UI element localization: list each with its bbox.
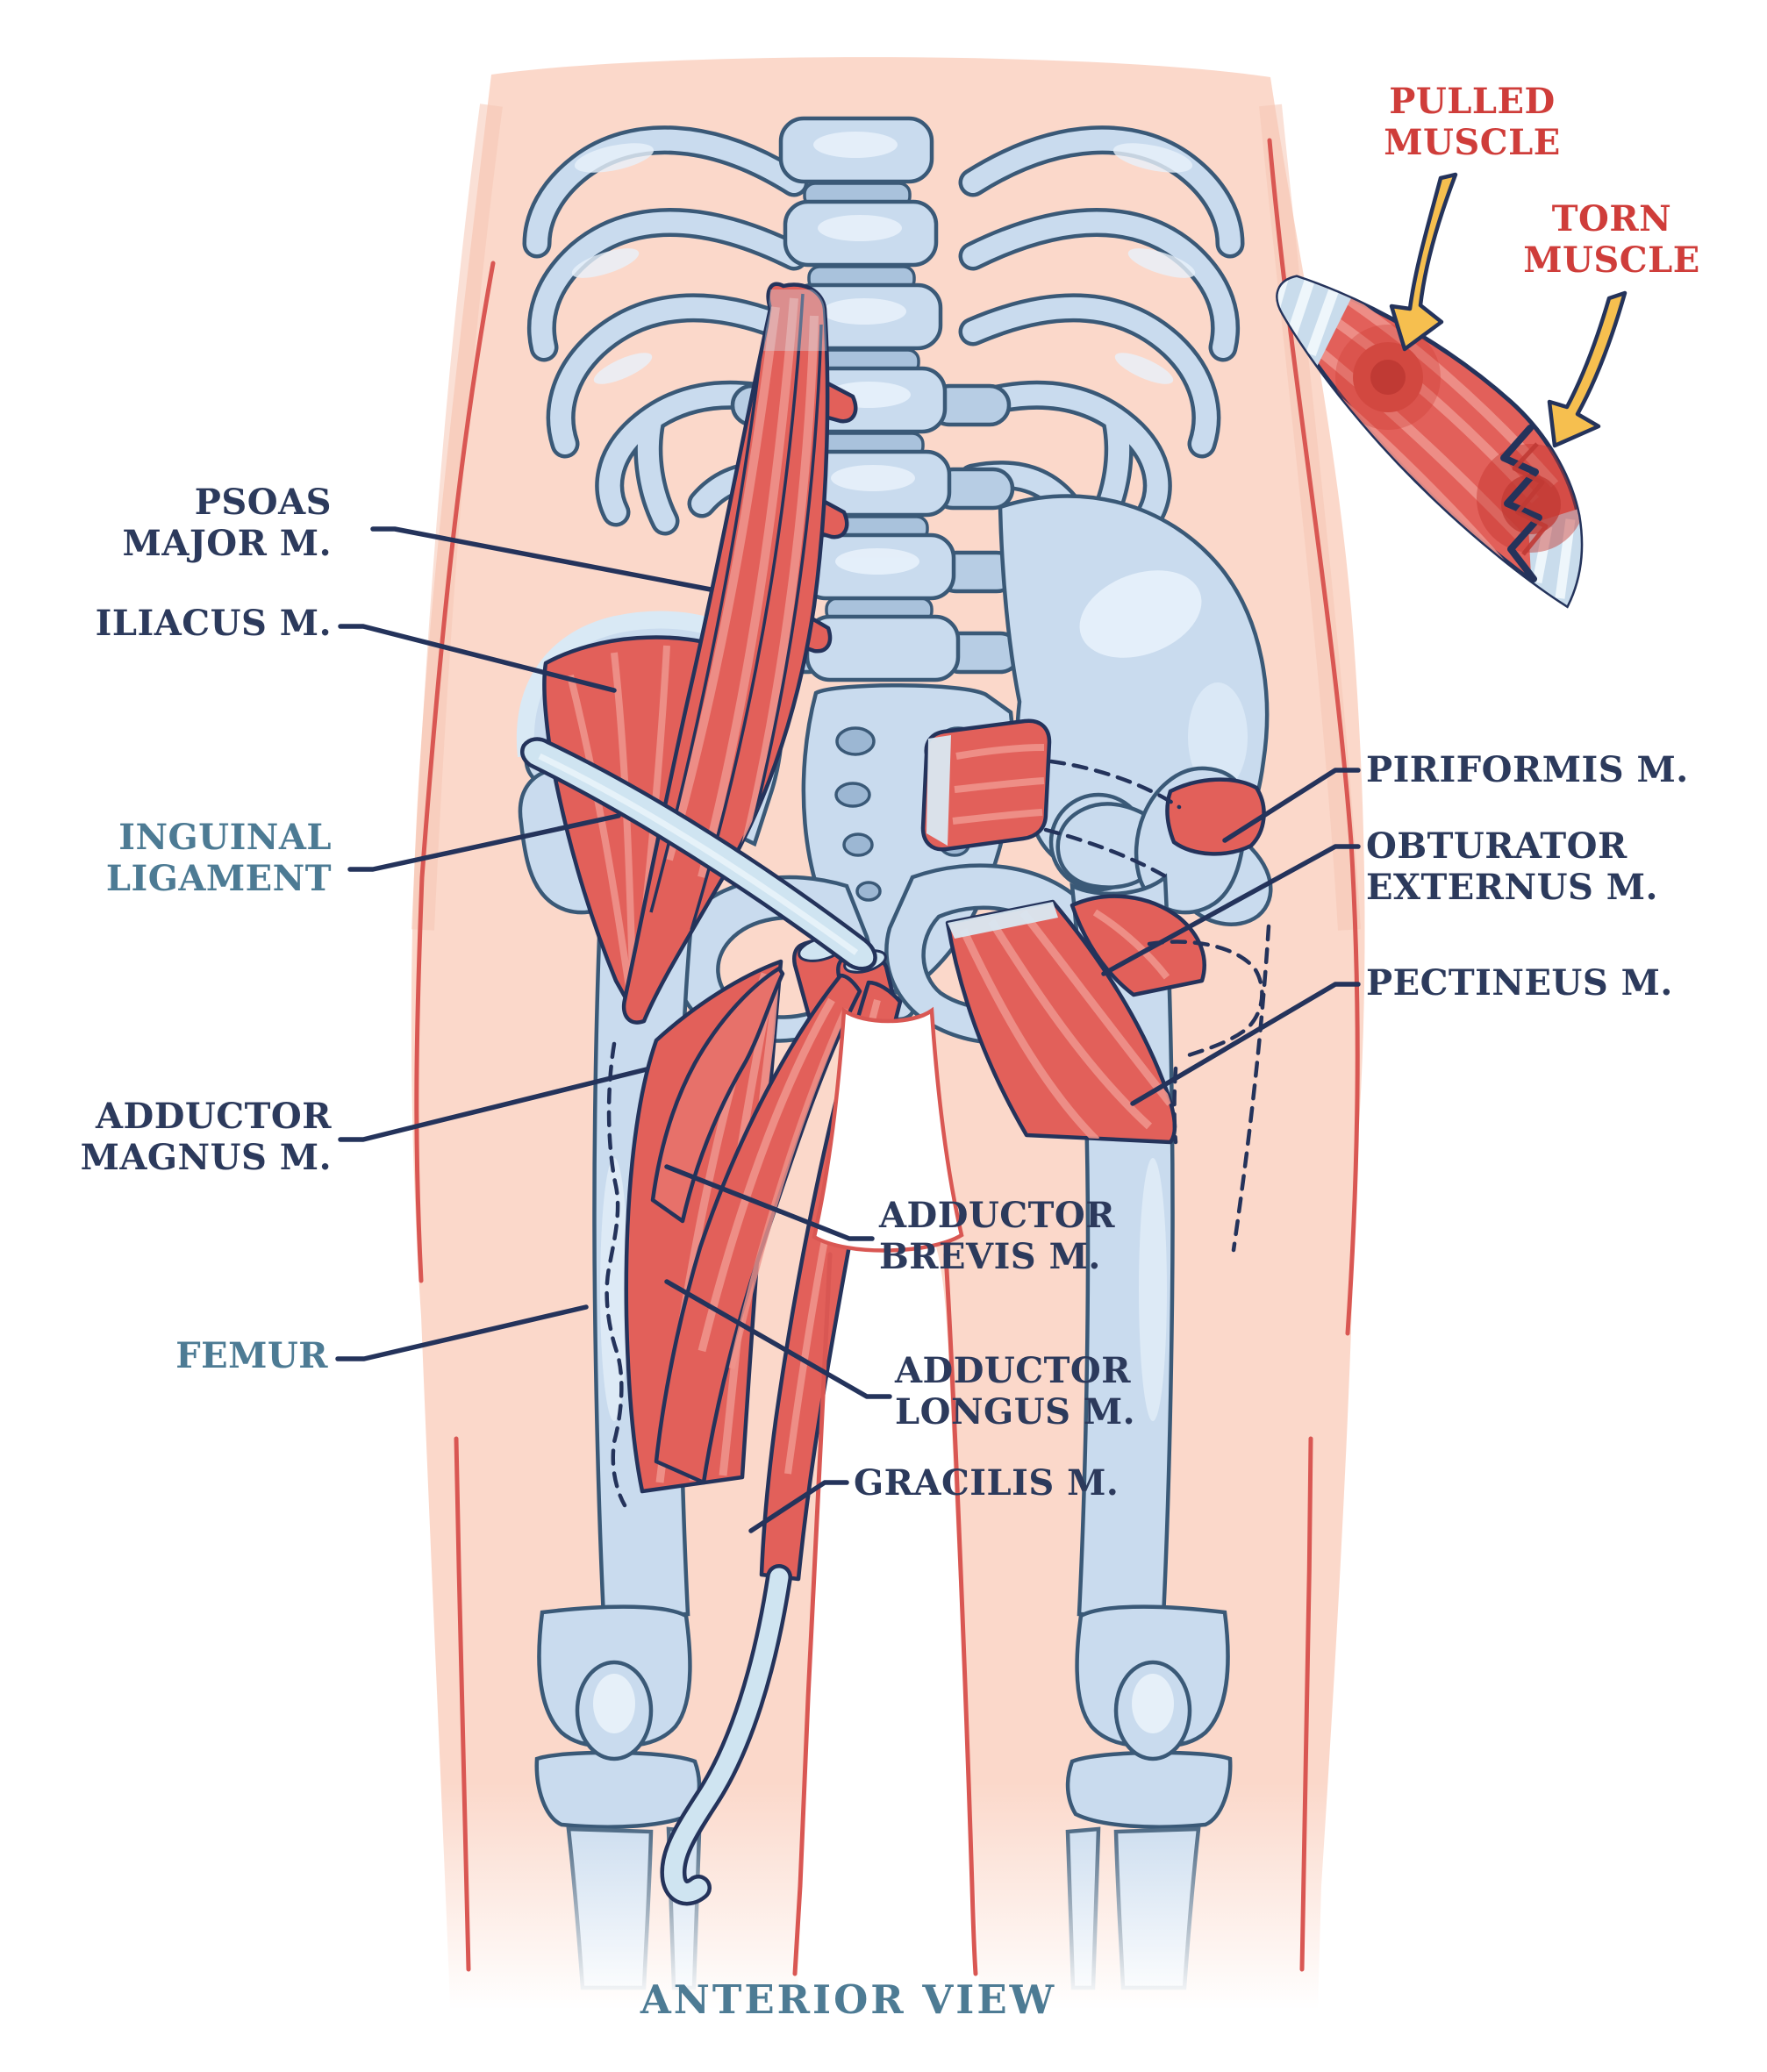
pectineus-muscle (945, 899, 1177, 1145)
label-gracilis: GRACILIS M. (854, 1462, 1120, 1504)
adductor-brevis-muscle (650, 966, 785, 1224)
page-title: ANTERIOR VIEW (640, 1976, 1057, 2023)
label-iliacus: ILIACUS M. (95, 603, 332, 644)
gracilis-tendon (660, 1564, 792, 1906)
leader-piriformis (1222, 768, 1361, 843)
label-adductor-brevis: ADDUCTOR BREVIS M. (879, 1195, 1115, 1277)
leader-psoas-major (370, 526, 713, 592)
leader-adductor-longus (664, 1279, 892, 1399)
leader-femur (335, 1304, 589, 1361)
leader-obturator-externus (1101, 844, 1361, 976)
label-psoas-major: PSOAS MAJOR M. (122, 482, 332, 564)
tibia-left (566, 1826, 654, 1990)
leader-inguinal-ligament (347, 813, 621, 872)
leader-gracilis (748, 1480, 849, 1533)
skin-contour-lines (414, 138, 1360, 1976)
torn-arrow-icon (1547, 290, 1628, 448)
crotch-contour (812, 1006, 964, 1253)
adductor-longus-muscle (654, 973, 862, 1485)
tibia-plateau-left (534, 1750, 702, 1829)
label-adductor-magnus: ADDUCTOR MAGNUS M. (80, 1096, 332, 1178)
dashed-attachment-lines (604, 759, 1271, 1508)
label-obturator-externus: OBTURATOR EXTERNUS M. (1366, 825, 1658, 908)
pulled-arrow-icon (1389, 172, 1458, 352)
muscles-right (920, 718, 1266, 1145)
adductor-magnus-muscle (624, 959, 783, 1494)
label-piriformis: PIRIFORMIS M. (1366, 749, 1689, 790)
leader-lines (335, 526, 1361, 1533)
leader-iliacus (338, 624, 617, 693)
obturator-externus-muscle (1070, 894, 1206, 997)
label-torn-muscle: TORN MUSCLE (1523, 198, 1700, 281)
piriformis-insertion (1165, 777, 1266, 856)
label-inguinal-ligament: INGUINAL LIGAMENT (105, 817, 332, 899)
leader-adductor-magnus (338, 1067, 649, 1142)
muscles-left (520, 282, 903, 1906)
torn-tear-zigzag (1500, 425, 1542, 582)
piriformis-muscle (920, 718, 1266, 856)
leader-adductor-brevis (664, 1164, 875, 1241)
leader-pectineus (1130, 982, 1361, 1106)
injury-inset (1276, 172, 1628, 609)
inguinal-ligament-band (520, 737, 877, 971)
label-adductor-longus: ADDUCTOR LONGUS M. (895, 1350, 1136, 1433)
label-pectineus: PECTINEUS M. (1366, 962, 1673, 1004)
label-femur: FEMUR (175, 1335, 328, 1376)
label-pulled-muscle: PULLED MUSCLE (1384, 81, 1561, 163)
